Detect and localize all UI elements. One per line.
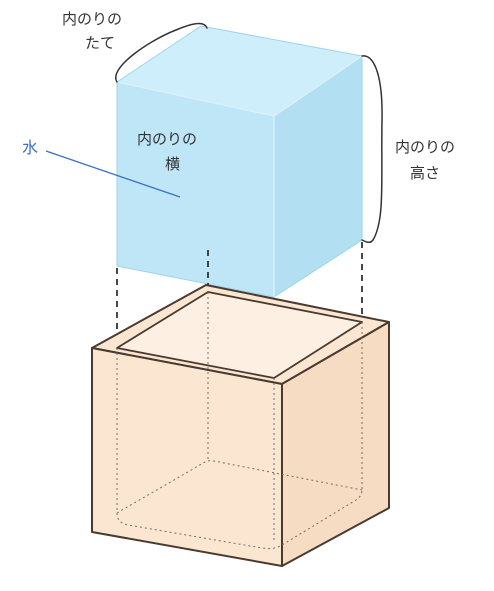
box-front-face [91,347,283,567]
depth-brace [115,22,208,83]
water-edge [273,55,363,117]
water-label: 水 [22,138,38,157]
container-box [91,284,390,567]
hidden-edge [116,489,363,550]
water-front-face [116,81,275,298]
height-label-line2: 高さ [410,164,440,182]
water-pointer-line [45,150,181,198]
height-brace [361,55,383,244]
width-label-line2: 横 [165,155,180,173]
depth-label-line1: 内のりの [62,10,122,28]
depth-label-line2: たて [85,34,115,52]
water-block [115,25,364,298]
height-label-line1: 内のりの [395,138,455,156]
box-hidden-edges [116,292,363,550]
water-edge [116,81,275,117]
hidden-edge [116,460,363,514]
width-label-line1: 内のりの [137,130,197,148]
